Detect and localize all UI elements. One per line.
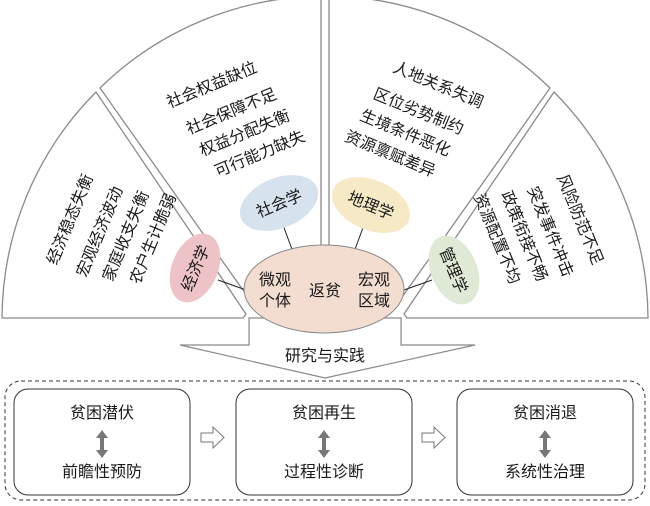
connector-line bbox=[282, 224, 294, 253]
arrow-label: 研究与实践 bbox=[285, 346, 365, 365]
right-arrow-icon bbox=[200, 425, 225, 450]
connector-line bbox=[217, 279, 247, 291]
svg-text:返贫: 返贫 bbox=[309, 281, 341, 300]
discipline-geography: 地理学 bbox=[331, 177, 411, 233]
svg-text:过程性诊断: 过程性诊断 bbox=[284, 462, 364, 481]
right-arrow-icon bbox=[421, 425, 446, 450]
research-practice-arrow bbox=[179, 317, 476, 379]
connector-line bbox=[403, 279, 433, 291]
discipline-economics: 经济学 bbox=[169, 233, 221, 303]
svg-text:贫困消退: 贫困消退 bbox=[513, 403, 577, 422]
discipline-management: 管理学 bbox=[428, 235, 480, 305]
center-ellipse: 微观 个体 返贫 宏观 区域 bbox=[243, 244, 405, 334]
svg-text:前瞻性预防: 前瞻性预防 bbox=[62, 462, 142, 481]
svg-text:宏观: 宏观 bbox=[358, 270, 390, 289]
svg-text:贫困再生: 贫困再生 bbox=[292, 403, 356, 422]
double-arrow-icon bbox=[96, 430, 108, 458]
double-arrow-icon bbox=[539, 430, 551, 458]
svg-text:个体: 个体 bbox=[259, 291, 291, 310]
double-arrow-icon bbox=[318, 430, 330, 458]
discipline-sociology: 社会学 bbox=[239, 175, 319, 231]
svg-text:系统性治理: 系统性治理 bbox=[505, 462, 585, 481]
connector-line bbox=[353, 224, 365, 253]
svg-text:微观: 微观 bbox=[259, 270, 291, 289]
svg-text:贫困潜伏: 贫困潜伏 bbox=[70, 403, 134, 422]
stages-container bbox=[4, 380, 646, 501]
svg-text:区域: 区域 bbox=[358, 291, 390, 310]
